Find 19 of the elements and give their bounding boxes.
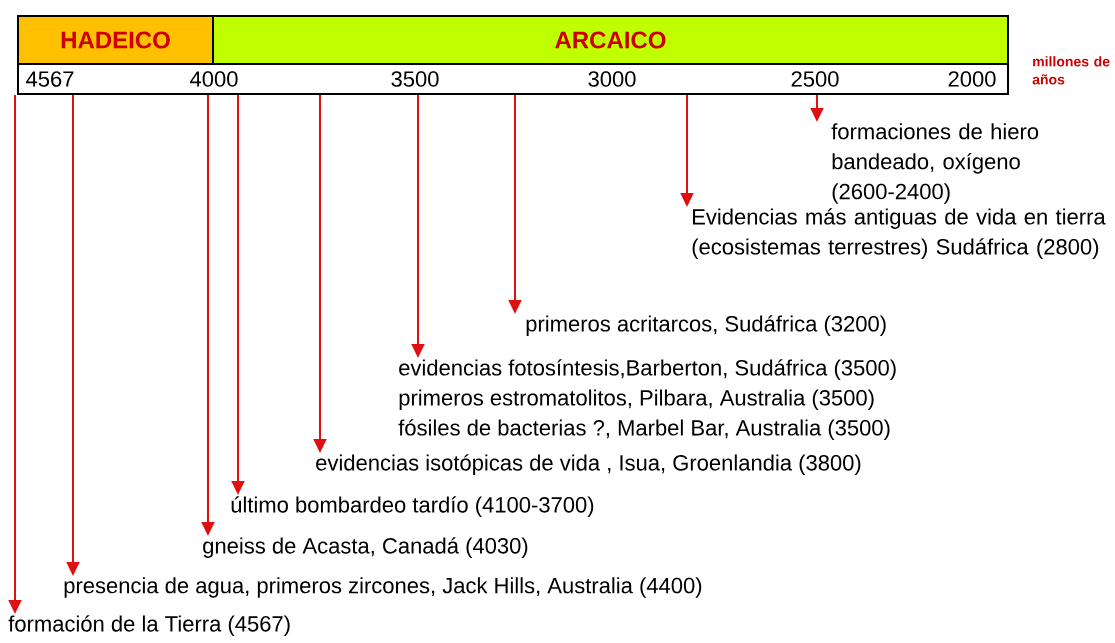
tick-label: 3500 — [391, 71, 439, 87]
event-label: presencia de agua, primeros zircones, Jack Hills, Australia (4400) — [64, 577, 702, 598]
event-label: evidencias fotosíntesis,Barberton, Sudáfrica (3500) primeros estromatolitos, Pilbara, Australia (3500) fósiles de bacterias ?, Marbel Bar, Australia (3500) — [398, 359, 896, 440]
tick-label: 4000 — [190, 71, 238, 87]
event-label: gneiss de Acasta, Canadá (4030) — [203, 537, 528, 558]
event-label: Evidencias más antiguas de vida en tierra (ecosistemas terrestres) Sudáfrica (2800) — [692, 208, 1106, 259]
tick-label: 2500 — [791, 71, 839, 87]
event-label: evidencias isotópicas de vida , Isua, Groenlandia (3800) — [316, 454, 861, 475]
unit-label: millones de años — [1032, 56, 1110, 85]
era-band: ARCAICO — [212, 15, 1009, 65]
tick-label: 3000 — [588, 71, 636, 87]
tick-label: 2000 — [948, 71, 996, 87]
event-label: formación de la Tierra (4567) — [8, 615, 290, 636]
event-label: primeros acritarcos, Sudáfrica (3200) — [526, 315, 886, 336]
event-label: último bombardeo tardío (4100-3700) — [231, 496, 594, 517]
time-axis-bar — [17, 63, 1009, 95]
tick-label: 4567 — [26, 71, 74, 87]
era-band: HADEICO — [17, 15, 214, 65]
event-label: formaciones de hiero bandeado, oxígeno (2600-2400) — [831, 123, 1039, 204]
